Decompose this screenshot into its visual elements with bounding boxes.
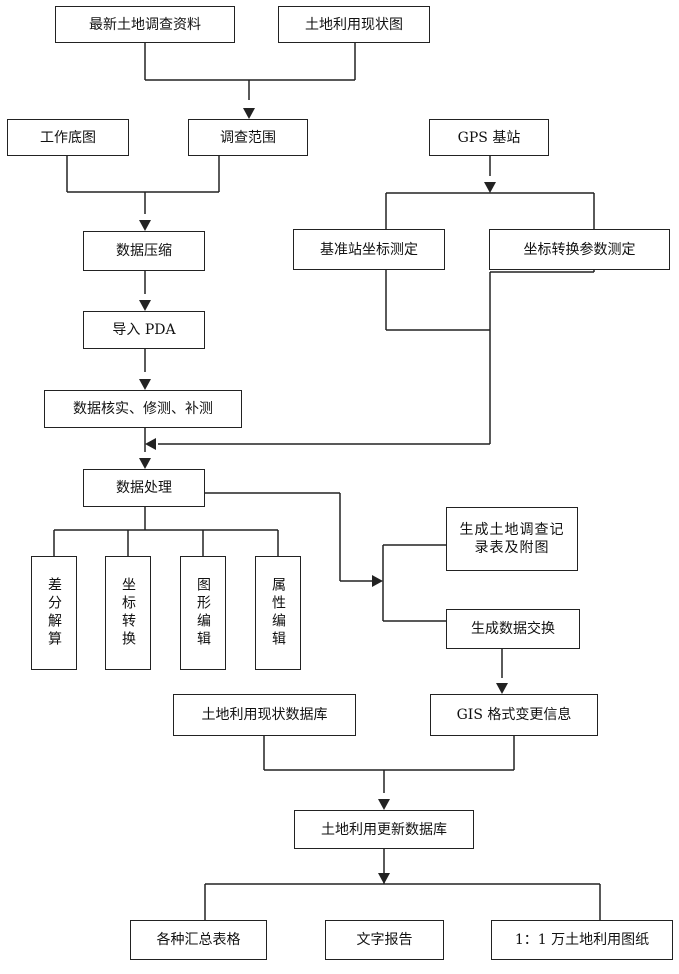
- arrowhead: [139, 300, 151, 311]
- node-graphic-edit: 图形编辑: [180, 556, 226, 670]
- node-label: 各种汇总表格: [156, 932, 241, 948]
- arrowhead: [378, 799, 390, 810]
- node-work-base: 工作底图: [7, 119, 129, 156]
- node-base-station-coord: 基准站坐标测定: [293, 229, 445, 270]
- node-current-db: 土地利用现状数据库: [173, 694, 356, 736]
- node-attr-edit: 属性编辑: [255, 556, 301, 670]
- node-label: 差分解算: [46, 577, 62, 649]
- node-label: 导入 PDA: [112, 322, 176, 338]
- node-label: 属性编辑: [270, 577, 286, 649]
- node-label: 土地利用更新数据库: [321, 821, 447, 838]
- node-survey-scope: 调查范围: [188, 119, 308, 156]
- node-gen-record: 生成土地调查记录表及附图: [446, 507, 578, 571]
- node-label: 数据压缩: [116, 243, 172, 259]
- node-gen-exchange: 生成数据交换: [446, 609, 580, 649]
- node-update-db: 土地利用更新数据库: [294, 810, 474, 849]
- arrowhead: [484, 182, 496, 193]
- node-label: 坐标转换参数测定: [523, 241, 636, 258]
- node-latest-survey: 最新土地调查资料: [55, 6, 235, 43]
- node-landuse-map: 土地利用现状图: [278, 6, 430, 43]
- arrowhead: [139, 220, 151, 231]
- node-label: 土地利用现状图: [305, 16, 403, 33]
- node-label: 图形编辑: [195, 577, 211, 649]
- node-verify: 数据核实、修测、补测: [44, 390, 242, 428]
- node-gps-base: GPS 基站: [429, 119, 549, 156]
- node-label: 数据核实、修测、补测: [73, 401, 213, 417]
- arrowhead: [243, 108, 255, 119]
- node-label: 工作底图: [40, 129, 96, 146]
- node-label: 基准站坐标测定: [320, 241, 418, 258]
- arrowhead: [139, 379, 151, 390]
- arrowhead: [372, 575, 383, 587]
- node-label: GIS 格式变更信息: [456, 707, 572, 723]
- node-label: 1：1 万土地利用图纸: [514, 932, 650, 948]
- node-coord-transform-param: 坐标转换参数测定: [489, 229, 670, 270]
- node-compress: 数据压缩: [83, 231, 205, 271]
- node-diff-solution: 差分解算: [31, 556, 77, 670]
- node-label: 坐标转换: [120, 577, 136, 649]
- node-label: 生成数据交换: [471, 621, 555, 637]
- node-import-pda: 导入 PDA: [83, 311, 205, 349]
- node-summary-tables: 各种汇总表格: [130, 920, 267, 960]
- node-coord-conversion: 坐标转换: [105, 556, 151, 670]
- node-process: 数据处理: [83, 469, 205, 507]
- node-label: 最新土地调查资料: [89, 16, 201, 33]
- node-map-10k: 1：1 万土地利用图纸: [491, 920, 673, 960]
- node-label: 调查范围: [220, 129, 276, 146]
- node-text-report: 文字报告: [325, 920, 444, 960]
- node-gis-change: GIS 格式变更信息: [430, 694, 598, 736]
- node-label: 土地利用现状数据库: [201, 707, 328, 723]
- arrowhead: [139, 458, 151, 469]
- arrowhead: [496, 683, 508, 694]
- arrowhead: [145, 438, 156, 450]
- arrowhead: [378, 873, 390, 884]
- node-label: GPS 基站: [457, 129, 521, 146]
- node-label: 生成土地调查记录表及附图: [459, 522, 565, 556]
- node-label: 数据处理: [116, 480, 172, 496]
- node-label: 文字报告: [356, 932, 413, 948]
